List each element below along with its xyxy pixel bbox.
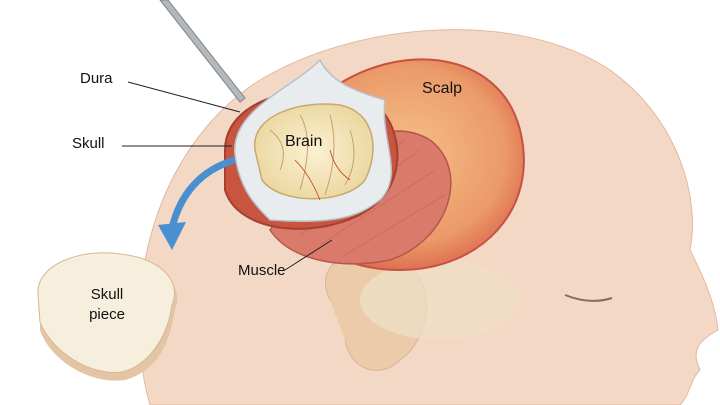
cerebellum — [360, 260, 520, 340]
label-skull-piece-line1: Skull — [90, 286, 124, 303]
label-dura: Dura — [80, 70, 113, 87]
arrow-head — [158, 222, 186, 250]
label-skull-piece-line2: piece — [89, 306, 125, 323]
arrow — [168, 156, 237, 229]
eye — [564, 294, 613, 302]
label-skull: Skull — [72, 135, 105, 152]
surgical-instrument — [159, 0, 246, 103]
leader-lines — [122, 81, 333, 271]
brain — [254, 103, 374, 200]
skull-piece-top — [37, 252, 175, 373]
label-scalp: Scalp — [422, 80, 463, 97]
label-skull-piece: Skull piece — [62, 285, 152, 325]
label-brain: Brain — [285, 133, 323, 150]
label-muscle: Muscle — [238, 262, 286, 279]
